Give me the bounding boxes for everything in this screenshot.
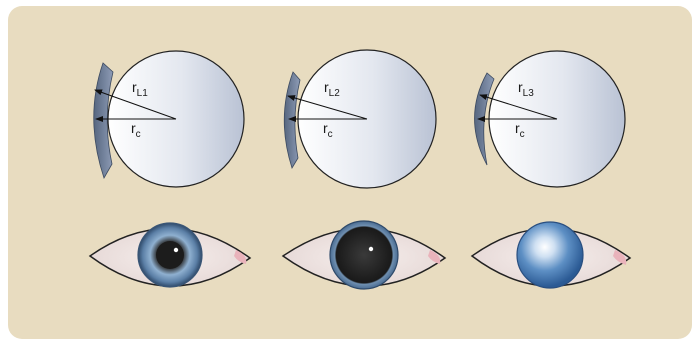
iris-3 (517, 222, 583, 288)
highlight-1 (174, 248, 178, 252)
radius-label-cornea-2-sub: c (328, 129, 333, 140)
highlight-2 (369, 247, 373, 251)
radius-label-cornea-3-sub: c (520, 129, 525, 140)
pupil-1 (156, 241, 184, 269)
radius-label-lens-1-sub: L1 (137, 88, 149, 99)
iris-2 (330, 221, 398, 289)
radius-label-cornea-1-sub: c (136, 129, 141, 140)
radius-label-lens-2-sub: L2 (329, 88, 341, 99)
radius-label-lens-3-sub: L3 (523, 88, 535, 99)
